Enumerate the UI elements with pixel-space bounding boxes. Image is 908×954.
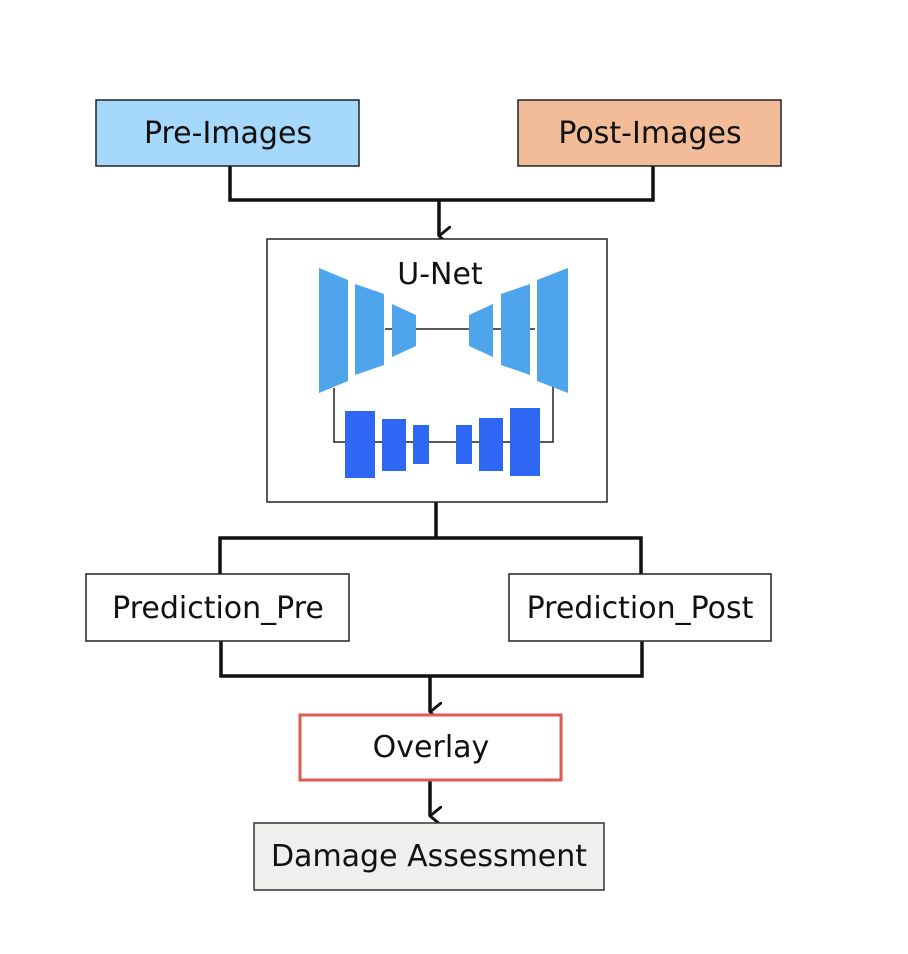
decoder-block-1 [469, 304, 493, 357]
unet-encoder [319, 268, 416, 393]
bottleneck-bar-5 [479, 418, 503, 471]
unet-decoder [469, 268, 568, 393]
damage-assessment-label: Damage Assessment [271, 839, 587, 874]
overlay-label: Overlay [373, 730, 490, 765]
unet-bottleneck [345, 408, 540, 478]
unet-label: U-Net [397, 257, 483, 292]
prediction-pre-node: Prediction_Pre [85, 573, 350, 642]
pre-images-node: Pre-Images [95, 99, 360, 167]
damage-assessment-node: Damage Assessment [253, 822, 605, 891]
overlay-node: Overlay [298, 713, 563, 782]
bottleneck-bar-2 [382, 419, 406, 471]
decoder-block-3 [537, 268, 568, 393]
prediction-pre-label: Prediction_Pre [112, 591, 324, 626]
encoder-block-1 [319, 268, 348, 393]
bottleneck-bar-6 [510, 408, 540, 476]
bottleneck-bar-1 [345, 411, 375, 478]
connector-predictions-merge [219, 641, 644, 678]
pre-images-label: Pre-Images [144, 116, 312, 151]
connectors [218, 166, 655, 816]
encoder-block-3 [392, 304, 416, 357]
prediction-post-label: Prediction_Post [527, 591, 754, 626]
connector-inputs-merge [228, 166, 655, 202]
bottleneck-bar-4 [456, 425, 472, 464]
decoder-block-2 [501, 284, 530, 375]
connector-unet-split [218, 502, 643, 574]
post-images-node: Post-Images [517, 99, 782, 167]
unet-outer-skip-line [333, 384, 554, 443]
post-images-label: Post-Images [558, 116, 741, 151]
unet-node: U-Net [266, 238, 608, 503]
encoder-block-2 [355, 284, 384, 375]
prediction-post-node: Prediction_Post [508, 573, 772, 642]
bottleneck-bar-3 [413, 425, 429, 464]
